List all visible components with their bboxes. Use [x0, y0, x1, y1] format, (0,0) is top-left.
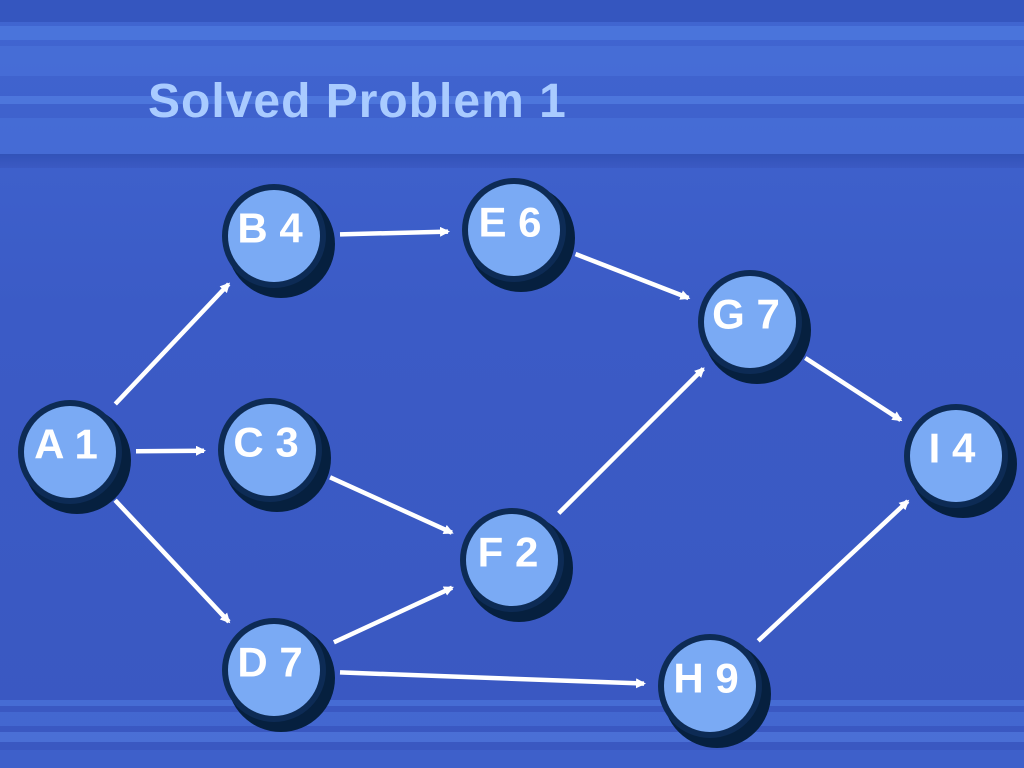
- node-label: H 9: [673, 655, 738, 702]
- arrow-a-c: [135, 445, 206, 456]
- nodes-layer: A 1 B 4 C 3 D 7 E 6 F 2 G 7 H 9 I 4: [18, 178, 1017, 748]
- arrow-h-i: [756, 499, 910, 643]
- node-circle: [228, 624, 320, 716]
- stripe-top-3: [0, 46, 1024, 76]
- node-label: F 2: [478, 529, 539, 576]
- stripe-header-shadow: [0, 154, 1024, 168]
- node-circle: [664, 640, 756, 732]
- node-circle: [468, 184, 560, 276]
- arrow-d-h: [339, 670, 646, 689]
- node-h: H 9: [658, 634, 771, 748]
- stripe-bottom-3: [0, 732, 1024, 742]
- node-circle: [910, 410, 1002, 502]
- node-a: A 1: [18, 400, 131, 514]
- node-e: E 6: [462, 178, 575, 292]
- node-label: D 7: [237, 639, 302, 686]
- node-circle: [704, 276, 796, 368]
- arrow-d-f: [332, 585, 454, 645]
- node-label: A 1: [34, 421, 98, 468]
- node-circle: [228, 190, 320, 282]
- node-label: E 6: [478, 199, 541, 246]
- arrow-f-g: [557, 367, 705, 515]
- node-f: F 2: [460, 508, 573, 622]
- arrow-b-e: [339, 226, 450, 237]
- node-b: B 4: [222, 184, 335, 298]
- arrow-a-b: [113, 282, 231, 406]
- node-label: B 4: [237, 205, 303, 252]
- stripe-top-4: [0, 96, 1024, 104]
- arrow-e-g: [574, 251, 691, 301]
- stripe-top-2: [0, 26, 1024, 40]
- arrow-a-d: [113, 498, 231, 624]
- node-circle: [224, 404, 316, 496]
- node-d: D 7: [222, 618, 335, 732]
- stripe-bottom-4: [0, 750, 1024, 768]
- node-circle: [24, 406, 116, 498]
- stripe-top-5: [0, 118, 1024, 154]
- node-c: C 3: [218, 398, 331, 512]
- edges-layer: [113, 226, 910, 689]
- stripe-top-1: [0, 0, 1024, 22]
- node-label: G 7: [712, 291, 780, 338]
- node-g: G 7: [698, 270, 811, 384]
- node-circle: [466, 514, 558, 606]
- slide-title: Solved Problem 1: [148, 75, 567, 128]
- node-label: I 4: [929, 425, 976, 472]
- arrow-g-i: [804, 356, 903, 422]
- node-i: I 4: [904, 404, 1017, 518]
- node-label: C 3: [233, 419, 298, 466]
- arrow-c-f: [329, 475, 454, 535]
- stripe-bottom-1: [0, 700, 1024, 706]
